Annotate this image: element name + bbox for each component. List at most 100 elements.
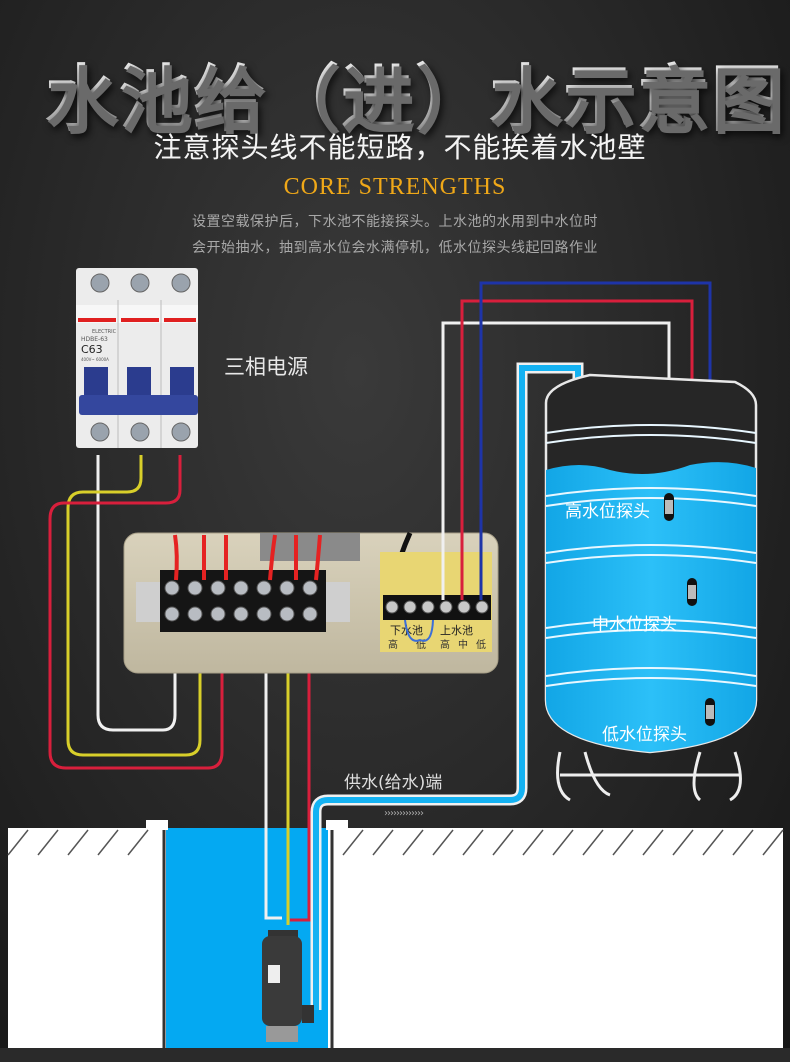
pump-body [262,936,302,1026]
hatch-mark [372,829,394,856]
hatch-mark [67,829,89,856]
ground-fill [8,828,783,1050]
control-box: 下水池 上水池 高 低 高 中 低 [123,531,499,674]
ground [0,820,790,1062]
terminal-screw [233,580,249,596]
wire-red-pump [290,630,311,922]
level-terminal-screw [439,600,453,614]
terminal-screw [279,580,295,596]
hatch-mark [492,829,514,856]
probe-mid [687,578,697,606]
power-wires [48,455,311,925]
level-terminal-screw [421,600,435,614]
hatch-mark [612,829,634,856]
submersible-pump [262,930,314,1042]
level-terminal-screw [403,600,417,614]
power-source-label: 三相电源 [224,355,308,379]
hatch-mark [522,829,544,856]
breaker-switch [170,367,194,397]
wire-white-in [96,455,177,732]
wire-yellow-in [66,455,202,757]
terminal-end-right [326,582,350,622]
lower-level-low: 低 [416,638,426,651]
tank-rib [545,487,757,497]
terminal-screw [302,606,318,622]
upper-level-mid: 中 [458,638,468,651]
hatch-mark [462,829,484,856]
terminal-screw [187,580,203,596]
hatch-mark [342,829,364,856]
terminal-screw [210,606,226,622]
breaker-switch [127,367,151,397]
mount-bracket [260,533,360,561]
page-title: 水池给（进）水示意图 [0,40,790,145]
terminal-screw [279,606,295,622]
flow-arrows: ››››››››››››› [384,808,424,819]
upper-level-low: 低 [476,638,486,651]
pump-intake [266,1026,298,1042]
ground-hatching [7,829,784,856]
breaker-stripe [78,318,116,322]
level-terminal-screws [385,600,489,614]
level-terminal-block [383,595,491,620]
description-line-2: 会开始抽水，抽到高水位会水满停机，低水位探头线起回路作业 [192,240,598,256]
circuit-breaker: ELECTRIC HDBE-63 C63 400V~ 6000A [76,268,198,448]
tank-ribs [545,424,757,687]
wire-white-pump [264,630,282,920]
tank-rib [545,667,757,677]
breaker-brand: ELECTRIC [92,329,117,335]
terminal-screw [187,606,203,622]
breaker-toggle-bar [79,395,198,415]
breaker-rating: C63 [81,343,103,356]
upper-pool-label: 上水池 [440,624,473,637]
tank-stand [556,751,742,802]
pump-label [268,965,280,983]
pit-lip-right [326,820,348,830]
tank-rib [545,677,757,687]
tank-rib [545,629,757,639]
supply-pipe [313,365,581,1010]
pump-outlet [302,1005,314,1023]
hatch-mark [127,829,149,856]
breaker-model: HDBE-63 [81,336,108,343]
tank-rib [545,619,757,629]
level-terminal-screw [475,600,489,614]
probe-low-label: 低水位探头 [602,725,687,745]
hatch-mark [732,829,754,856]
probe-high-label: 高水位探头 [565,502,650,522]
internal-red-wires [173,534,322,581]
breaker-screws [90,273,191,442]
level-terminal-screw [385,600,399,614]
terminal-block [160,570,326,632]
terminal-screw [256,606,272,622]
supply-end-label: 供水(给水)端 [344,773,443,793]
hatch-mark [672,829,694,856]
probe-low [705,698,715,726]
terminal-end-left [136,582,160,622]
tank-rib [545,434,757,444]
hatch-mark [762,829,784,856]
page-subtitle: 注意探头线不能短路，不能挨着水池壁 [153,131,647,164]
breaker-stripe [121,318,159,322]
pit-lip-left [146,820,168,830]
terminal-screw [210,580,226,596]
level-terminal-screw [457,600,471,614]
probe-high [664,493,674,521]
hatch-mark [7,829,29,856]
hatch-mark [37,829,59,856]
terminal-screw [233,606,249,622]
tank-rib [545,424,757,434]
tank-rib [545,497,757,507]
bottom-bar [0,1048,790,1062]
tank-rib [545,544,757,554]
hatch-mark [402,829,424,856]
terminal-screws [164,580,318,622]
breaker-switch [84,367,108,397]
hatch-mark [702,829,724,856]
lower-level-high: 高 [388,638,398,651]
probe-mid-label: 中水位探头 [592,615,677,635]
terminal-screw [302,580,318,596]
wire-red-in [48,455,224,770]
